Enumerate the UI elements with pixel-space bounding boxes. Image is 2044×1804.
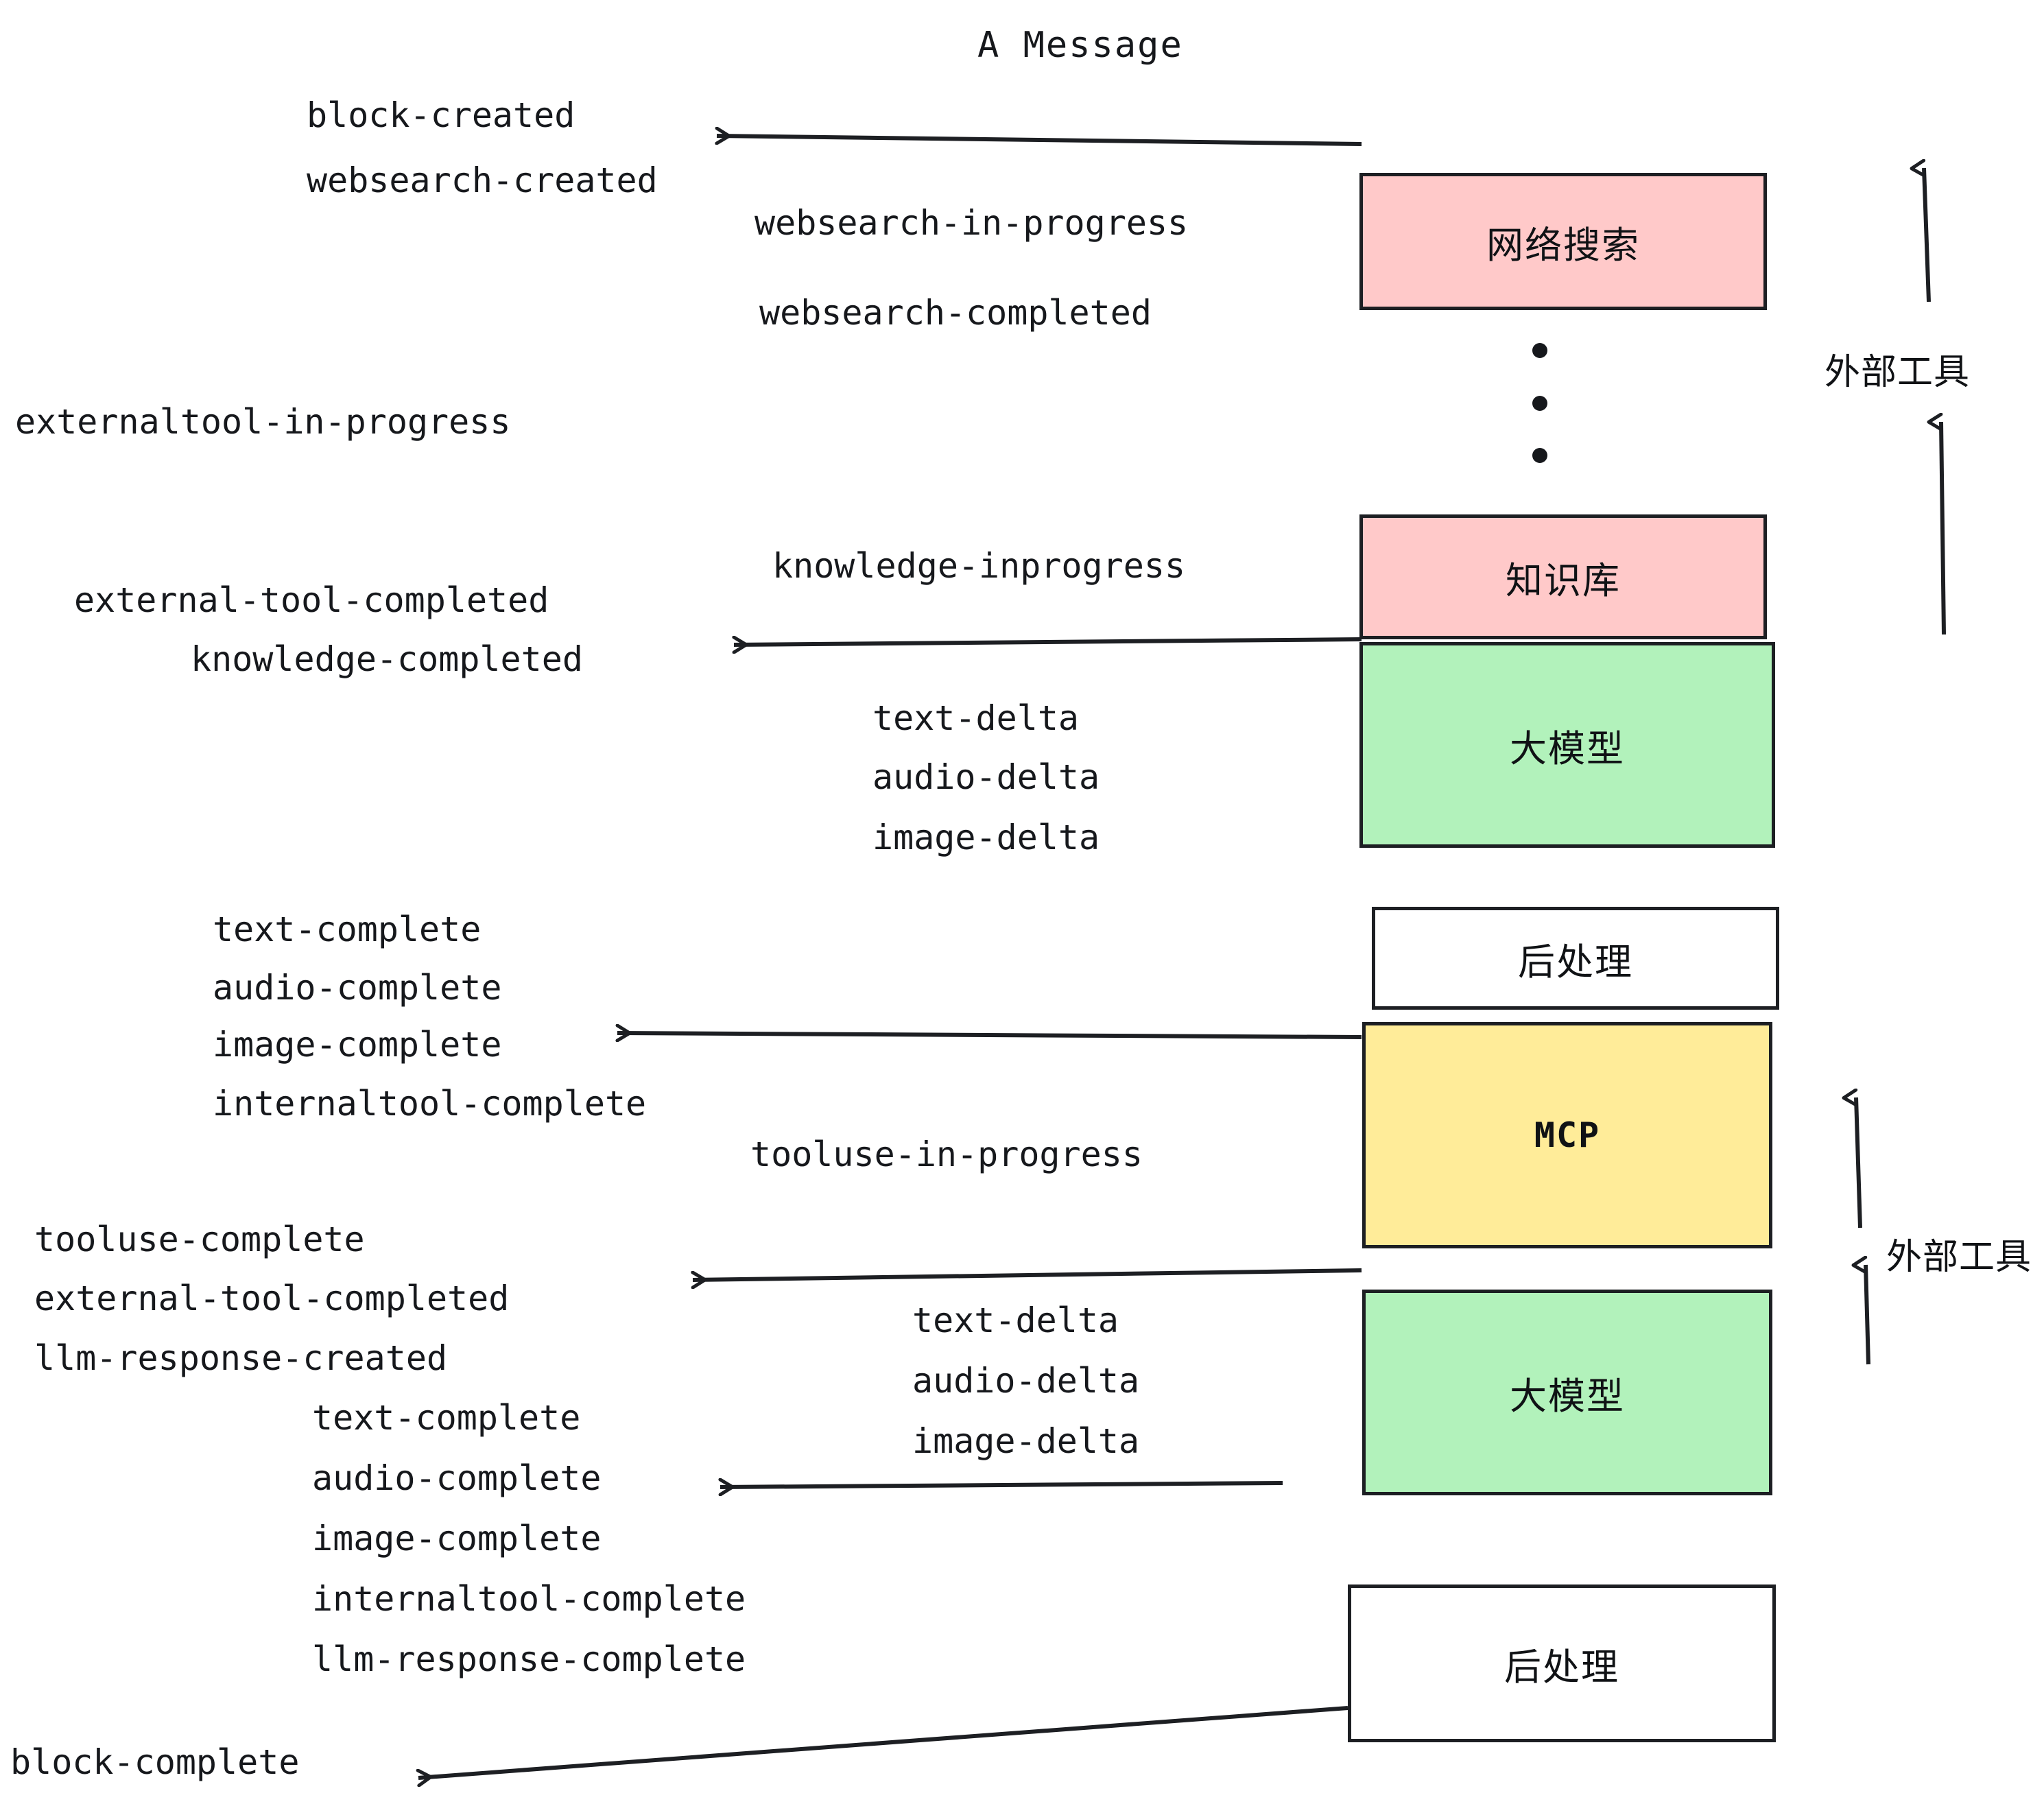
event-label-knowledge-inprogress: knowledge-inprogress bbox=[772, 546, 1186, 586]
event-label-image-complete-2: image-complete bbox=[312, 1519, 602, 1558]
diagram-title: A Message bbox=[977, 25, 1183, 66]
node-label: 大模型 bbox=[1510, 1374, 1625, 1418]
node-mcp[interactable]: MCP bbox=[1362, 1022, 1772, 1248]
group-label-external-tools-2: 外部工具 bbox=[1886, 1237, 2032, 1278]
node-label: 大模型 bbox=[1510, 726, 1625, 770]
group-label-external-tools-1: 外部工具 bbox=[1825, 352, 1971, 393]
arrow-external-tools-down-2 bbox=[1866, 1265, 1870, 1365]
event-label-internaltool-complete-1: internaltool-complete bbox=[213, 1084, 647, 1124]
event-label-websearch-completed: websearch-completed bbox=[759, 293, 1152, 333]
node-llm-2[interactable]: 大模型 bbox=[1362, 1290, 1772, 1495]
node-label: 网络搜索 bbox=[1486, 223, 1640, 267]
event-label-llm-response-created: llm-response-created bbox=[34, 1338, 448, 1378]
event-label-audio-delta-2: audio-delta bbox=[912, 1361, 1140, 1401]
event-label-external-tool-completed-1: external-tool-completed bbox=[74, 580, 549, 620]
arrow-websearch-created bbox=[717, 136, 1362, 146]
arrow-knowledge-completed bbox=[734, 639, 1362, 645]
node-label: MCP bbox=[1534, 1115, 1601, 1155]
event-label-text-delta-2: text-delta bbox=[912, 1301, 1119, 1340]
event-label-internaltool-complete-2: internaltool-complete bbox=[312, 1579, 746, 1619]
event-label-block-created: block-created bbox=[307, 95, 575, 135]
event-label-llm-response-complete: llm-response-complete bbox=[312, 1639, 746, 1679]
node-label: 知识库 bbox=[1506, 558, 1621, 602]
event-label-websearch-created: websearch-created bbox=[307, 161, 658, 200]
dot-1 bbox=[1532, 343, 1547, 358]
node-post-process-2[interactable]: 后处理 bbox=[1348, 1585, 1776, 1742]
arrow-external-tools-up-1 bbox=[1924, 168, 1931, 302]
event-label-websearch-in-progress: websearch-in-progress bbox=[754, 203, 1189, 243]
arrow-external-tools-down-1 bbox=[1941, 422, 1946, 635]
event-label-text-complete-1: text-complete bbox=[213, 910, 482, 949]
event-label-image-delta-1: image-delta bbox=[872, 818, 1100, 857]
node-llm-1[interactable]: 大模型 bbox=[1359, 642, 1775, 848]
event-label-audio-complete-1: audio-complete bbox=[213, 968, 502, 1008]
arrow-audio-complete bbox=[720, 1483, 1283, 1487]
event-label-externaltool-in-progress: externaltool-in-progress bbox=[15, 402, 511, 442]
dot-3 bbox=[1532, 448, 1547, 463]
node-knowledge-base[interactable]: 知识库 bbox=[1359, 514, 1767, 639]
arrow-image-complete bbox=[617, 1033, 1362, 1037]
event-label-tooluse-in-progress: tooluse-in-progress bbox=[750, 1135, 1143, 1174]
node-post-process-1[interactable]: 后处理 bbox=[1372, 907, 1779, 1010]
event-label-image-complete-1: image-complete bbox=[213, 1025, 502, 1065]
ellipsis-dots bbox=[1530, 343, 1550, 463]
node-web-search[interactable]: 网络搜索 bbox=[1359, 173, 1767, 310]
node-label: 后处理 bbox=[1504, 1645, 1619, 1689]
dot-2 bbox=[1532, 395, 1547, 411]
event-label-text-complete-2: text-complete bbox=[312, 1398, 581, 1438]
node-label: 后处理 bbox=[1518, 940, 1633, 984]
event-label-audio-delta-1: audio-delta bbox=[872, 757, 1100, 797]
event-label-tooluse-complete: tooluse-complete bbox=[34, 1220, 365, 1259]
event-label-knowledge-completed: knowledge-completed bbox=[191, 639, 583, 679]
event-label-image-delta-2: image-delta bbox=[912, 1421, 1140, 1461]
event-label-audio-complete-2: audio-complete bbox=[312, 1458, 602, 1498]
event-label-text-delta-1: text-delta bbox=[872, 698, 1080, 738]
arrow-tooluse-complete bbox=[693, 1268, 1362, 1280]
arrow-block-complete bbox=[418, 1706, 1348, 1778]
event-label-block-complete: block-complete bbox=[10, 1742, 300, 1782]
arrow-external-tools-up-2 bbox=[1856, 1097, 1862, 1229]
event-label-external-tool-completed-2: external-tool-completed bbox=[34, 1279, 510, 1318]
